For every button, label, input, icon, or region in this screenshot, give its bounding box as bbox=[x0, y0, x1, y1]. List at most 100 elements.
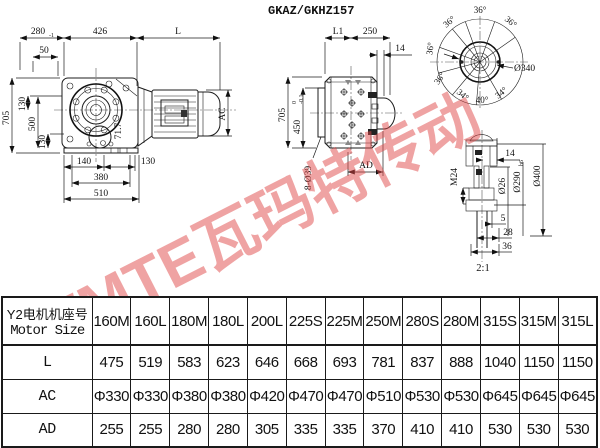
table-cell: 370 bbox=[363, 412, 404, 448]
side-dim-450-tol-upper: 0 bbox=[292, 101, 298, 104]
table-cell: 280 bbox=[208, 412, 248, 448]
column-header: 225S bbox=[285, 296, 326, 346]
table-cell: Φ470 bbox=[324, 378, 365, 414]
side-dim-250: 250 bbox=[363, 27, 378, 37]
table-cell: 693 bbox=[324, 344, 365, 380]
front-dim-705: 705 bbox=[2, 111, 12, 126]
table-cell: 335 bbox=[324, 412, 365, 448]
side-dim-14: 14 bbox=[395, 44, 405, 54]
front-dim-130-bottom: 130 bbox=[141, 157, 156, 167]
flange-angle-w-upper: 36° bbox=[424, 41, 436, 55]
table-cell: 1150 bbox=[518, 344, 559, 380]
header-english: Motor Size bbox=[10, 322, 85, 339]
front-dim-AC: AC bbox=[218, 107, 228, 120]
column-header: 160L bbox=[130, 296, 171, 346]
flange-view: Ø340 36° 36° 36° 36° 36° 34° 40° 34° bbox=[424, 5, 535, 108]
front-dim-280-tol: -1 bbox=[49, 33, 54, 39]
table-cell: Φ645 bbox=[479, 378, 520, 414]
shaft-dim-O400: Ø400 bbox=[533, 165, 543, 186]
shaft-detail: 14 M24 Ø26 Ø290 h6 Ø400 5 28 36 2:1 bbox=[450, 130, 552, 274]
front-dim-280: 280 bbox=[31, 27, 46, 37]
flange-angle-top: 36° bbox=[474, 5, 487, 15]
column-header: 250M bbox=[363, 296, 404, 346]
table-cell: 623 bbox=[208, 344, 248, 380]
table-cell: Φ530 bbox=[402, 378, 443, 414]
table-cell: 530 bbox=[557, 412, 598, 448]
front-dim-140: 140 bbox=[77, 157, 92, 167]
dimension-table: Y2电机机座号 Motor Size 160M 160L 180M 180L 2… bbox=[1, 296, 598, 448]
row-label: AC bbox=[1, 378, 93, 414]
table-cell: 530 bbox=[518, 412, 559, 448]
table-cell: 646 bbox=[246, 344, 287, 380]
shaft-dim-M24: M24 bbox=[450, 168, 460, 186]
flange-angle-w-lower: 36° bbox=[432, 70, 448, 86]
header-chinese: Y2电机机座号 bbox=[6, 306, 88, 322]
shaft-dim-14: 14 bbox=[505, 149, 515, 159]
table-cell: 837 bbox=[402, 344, 443, 380]
shaft-dim-O26: Ø26 bbox=[498, 178, 508, 195]
column-header: 225M bbox=[324, 296, 365, 346]
side-dim-450-tol-lower: -0.1 bbox=[299, 95, 305, 105]
table-cell: Φ330 bbox=[91, 378, 132, 414]
column-header: 180M bbox=[169, 296, 210, 346]
side-dim-705: 705 bbox=[278, 108, 288, 123]
column-header: 315L bbox=[557, 296, 598, 346]
table-cell: Φ420 bbox=[246, 378, 287, 414]
column-header: 315M bbox=[518, 296, 559, 346]
front-dim-71-7: 71.7 bbox=[114, 122, 124, 139]
column-header: 200L bbox=[246, 296, 287, 346]
table-cell: Φ380 bbox=[169, 378, 210, 414]
shaft-dim-O290: Ø290 bbox=[513, 171, 523, 192]
table-cell: Φ645 bbox=[557, 378, 598, 414]
shaft-scale-label: 2:1 bbox=[476, 263, 489, 274]
table-cell: Φ380 bbox=[208, 378, 248, 414]
shaft-dim-28: 28 bbox=[503, 228, 513, 238]
drawing-title: GKAZ/GKHZ157 bbox=[268, 4, 355, 18]
table-cell: 280 bbox=[169, 412, 210, 448]
front-dim-380: 380 bbox=[94, 173, 109, 183]
table-cell: Φ645 bbox=[518, 378, 559, 414]
table-cell: 668 bbox=[285, 344, 326, 380]
front-dim-50: 50 bbox=[39, 46, 49, 56]
table-cell: 335 bbox=[285, 412, 326, 448]
column-header: 180L bbox=[208, 296, 248, 346]
side-dim-8xO39: 8-Ø39 bbox=[304, 166, 314, 191]
flange-angle-s: 40° bbox=[476, 95, 489, 105]
table-header-row: Y2电机机座号 Motor Size 160M 160L 180M 180L 2… bbox=[1, 296, 598, 346]
table-row-AC: AC Φ330 Φ330 Φ380 Φ380 Φ420 Φ470 Φ470 Φ5… bbox=[1, 378, 598, 414]
table-cell: 255 bbox=[130, 412, 171, 448]
front-dim-L: L bbox=[175, 27, 181, 37]
table-cell: 1150 bbox=[557, 344, 598, 380]
table-cell: Φ530 bbox=[441, 378, 481, 414]
table-cell: Φ510 bbox=[363, 378, 404, 414]
table-cell: 781 bbox=[363, 344, 404, 380]
table-cell: 530 bbox=[479, 412, 520, 448]
table-cell: 410 bbox=[402, 412, 443, 448]
side-dim-450: 450 bbox=[293, 120, 303, 135]
shaft-dim-O290-tol: h6 bbox=[519, 160, 525, 166]
front-dim-510: 510 bbox=[94, 189, 109, 199]
side-view: L1 250 14 705 450 0 -0.1 8-Ø39 AD bbox=[278, 27, 412, 190]
table-cell: 583 bbox=[169, 344, 210, 380]
column-header: 315S bbox=[479, 296, 520, 346]
shaft-dim-36: 36 bbox=[502, 242, 512, 252]
side-dim-AD: AD bbox=[359, 161, 373, 171]
table-cell: 519 bbox=[130, 344, 171, 380]
table-cell: 410 bbox=[441, 412, 481, 448]
flange-dim-O340: Ø340 bbox=[514, 64, 535, 74]
table-row-L: L 475 519 583 623 646 668 693 781 837 88… bbox=[1, 344, 598, 380]
table-cell: 475 bbox=[91, 344, 132, 380]
flange-angle-sse: 34° bbox=[493, 85, 509, 101]
table-cell: Φ470 bbox=[285, 378, 326, 414]
front-view: 71.7 280 -1 426 L 50 bbox=[2, 27, 236, 203]
side-dim-L1: L1 bbox=[333, 27, 344, 37]
technical-drawing: 71.7 280 -1 426 L 50 bbox=[2, 5, 552, 274]
column-header: 280S bbox=[402, 296, 443, 346]
shaft-dim-5: 5 bbox=[501, 214, 506, 224]
front-dim-130-upper: 130 bbox=[18, 97, 28, 112]
column-header: 160M bbox=[91, 296, 132, 346]
table-cell: 305 bbox=[246, 412, 287, 448]
motor-size-header-cell: Y2电机机座号 Motor Size bbox=[1, 296, 93, 346]
column-header: 280M bbox=[441, 296, 481, 346]
